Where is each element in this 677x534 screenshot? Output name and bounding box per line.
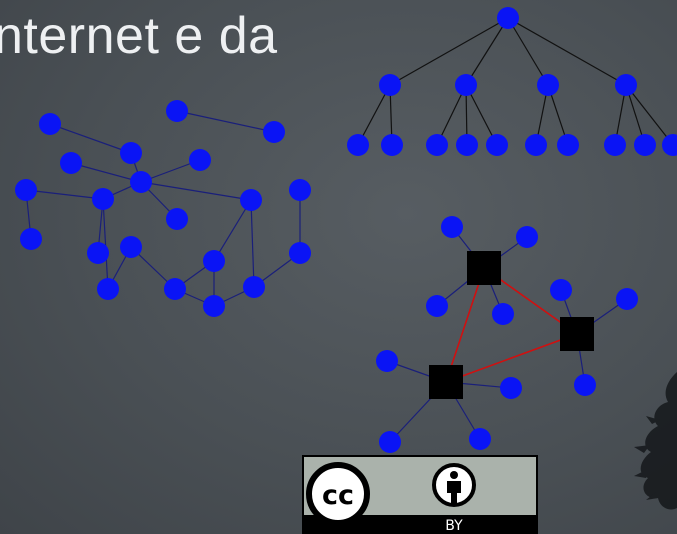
hub-nodes [429,251,594,399]
hub-leaf-nodes [376,216,638,453]
mesh-network [25,110,301,307]
tree-nodes [347,7,677,156]
slide-title: nternet e da [0,7,278,65]
tree-silhouette [634,372,677,510]
cc-text: cc [322,480,354,511]
cc-by-license-badge: cc BY [302,455,538,534]
by-label: BY [445,518,463,534]
cc-icon [306,462,370,526]
mesh-nodes [15,100,311,317]
